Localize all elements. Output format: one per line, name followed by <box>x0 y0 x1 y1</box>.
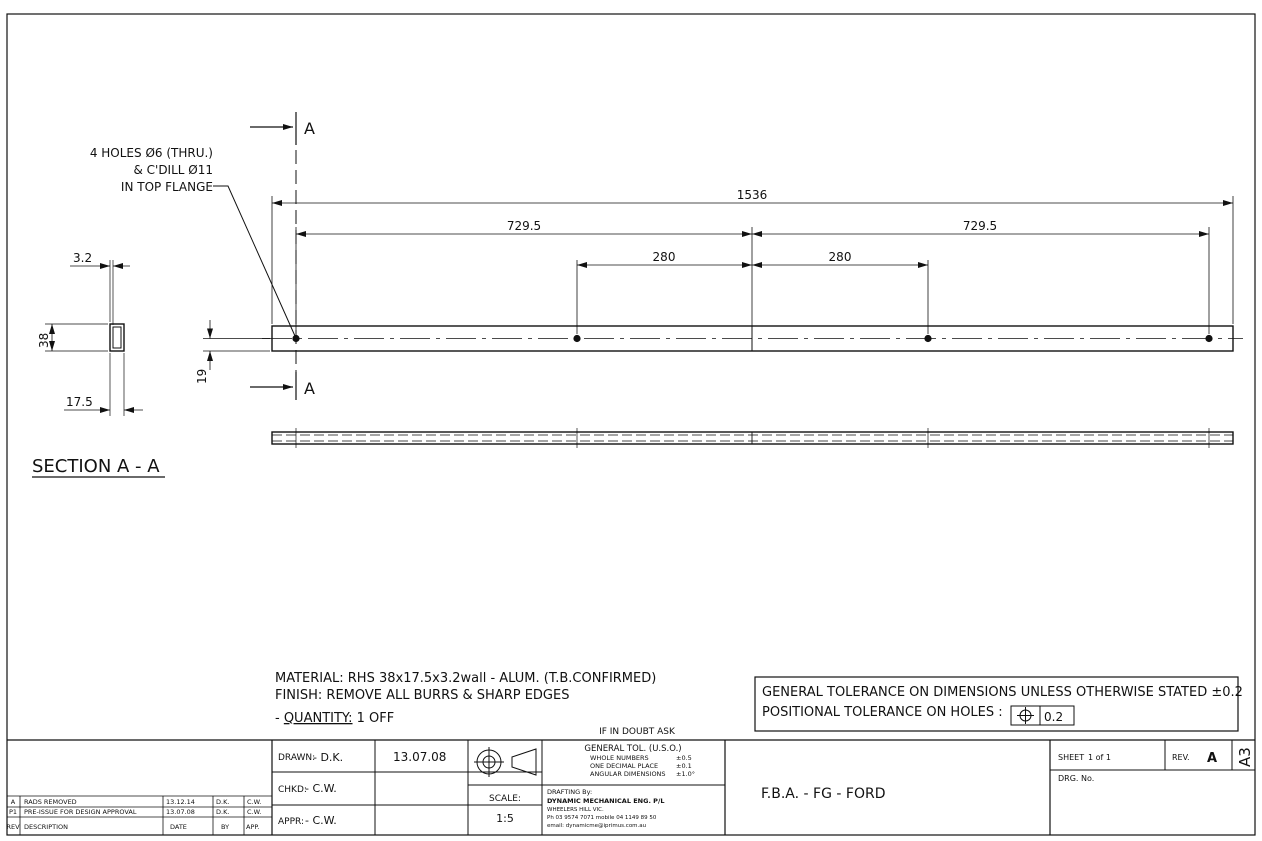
dim-inner-right: 280 <box>829 250 852 264</box>
rev-header-app: APP. <box>246 823 259 831</box>
paper-size: A3 <box>1236 747 1254 767</box>
section-view <box>45 260 143 416</box>
dim-19: 19 <box>195 369 209 384</box>
dimension-lines <box>272 200 1233 268</box>
appr-label: APPR: <box>278 817 304 827</box>
rev-row-app: C.W. <box>247 798 261 806</box>
hole-note-line2: & C'DILL Ø11 <box>133 163 213 177</box>
hole-note-line3: IN TOP FLANGE <box>121 180 213 194</box>
tolerance-line2: POSITIONAL TOLERANCE ON HOLES : <box>762 705 1003 720</box>
gen-tol-rows: WHOLE NUMBERS ±0.5 ONE DECIMAL PLACE ±0.… <box>590 754 695 778</box>
appr-by: - C.W. <box>305 814 337 827</box>
gen-tol-row-value: ±1.0° <box>676 770 695 778</box>
hole-1 <box>292 334 300 343</box>
drg-no-label: DRG. No. <box>1058 774 1094 783</box>
drawing-title: F.B.A. - FG - FORD <box>761 786 885 802</box>
title-block <box>7 739 1255 835</box>
dim-half-right: 729.5 <box>963 219 997 233</box>
company-email: email: dynamicme@iprimus.com.au <box>547 823 646 829</box>
dim-19-lines <box>203 320 270 370</box>
section-letter-bottom: A <box>304 379 315 398</box>
drawn-by: - D.K. <box>313 751 343 764</box>
hole-note: 4 HOLES Ø6 (THRU.) & C'DILL Ø11 IN TOP F… <box>90 146 296 337</box>
scale-value: 1:5 <box>496 812 514 825</box>
rev-value: A <box>1207 751 1217 766</box>
rev-row-by: D.K. <box>216 808 229 816</box>
company-phone: Ph 03 9574 7071 mobile 04 1149 89 50 <box>547 815 657 821</box>
dim-sec-width: 17.5 <box>66 395 93 409</box>
company-address: WHEELERS HILL VIC. <box>547 807 604 813</box>
dim-overall: 1536 <box>737 188 768 202</box>
tolerance-line1: GENERAL TOLERANCE ON DIMENSIONS UNLESS O… <box>762 685 1243 700</box>
bar-plan-view <box>271 428 1234 448</box>
rev-header-date: DATE <box>170 823 187 831</box>
hole-3 <box>924 334 932 343</box>
revision-table: A RADS REMOVED 13.12.14 D.K. C.W. P1 PRE… <box>6 798 261 831</box>
dim-sec-height: 38 <box>37 333 51 348</box>
rev-header-by: BY <box>221 823 229 831</box>
gen-tol-row-label: ANGULAR DIMENSIONS <box>590 770 666 778</box>
third-angle-projection-icon <box>474 747 537 777</box>
gen-tol-row-value: ±0.5 <box>676 754 692 762</box>
section-title: SECTION A - A <box>32 456 160 477</box>
dim-inner-left: 280 <box>653 250 676 264</box>
scale-label: SCALE: <box>489 794 521 804</box>
drawn-label: DRAWN: <box>278 753 315 763</box>
rev-row-rev: P1 <box>9 808 17 816</box>
sheet-value: 1 of 1 <box>1088 753 1111 762</box>
gen-tol-row-value: ±0.1 <box>676 762 692 770</box>
hole-4 <box>1205 334 1213 343</box>
sheet-border <box>6 13 1256 836</box>
section-letter-top: A <box>304 119 315 138</box>
drawn-date: 13.07.08 <box>393 750 446 764</box>
bar-elevation <box>262 325 1243 352</box>
if-in-doubt: IF IN DOUBT ASK <box>599 727 676 737</box>
rev-header-description: DESCRIPTION <box>24 823 68 831</box>
rev-row-by: D.K. <box>216 798 229 806</box>
material-note: MATERIAL: RHS 38x17.5x3.2wall - ALUM. (T… <box>275 671 656 686</box>
chkd-by: - C.W. <box>305 782 337 795</box>
rev-row-date: 13.07.08 <box>166 808 195 816</box>
tolerance-value: 0.2 <box>1044 710 1063 724</box>
rev-row-date: 13.12.14 <box>166 798 195 806</box>
rev-row-description: RADS REMOVED <box>24 798 77 806</box>
company-name: DYNAMIC MECHANICAL ENG. P/L <box>547 797 664 805</box>
quantity-note: - QUANTITY: 1 OFF <box>275 711 394 726</box>
rev-header-rev: REV <box>6 823 20 831</box>
finish-note: FINISH: REMOVE ALL BURRS & SHARP EDGES <box>275 688 569 703</box>
rev-row-app: C.W. <box>247 808 261 816</box>
extension-lines <box>271 196 1234 334</box>
dim-half-left: 729.5 <box>507 219 541 233</box>
drafting-by: DRAFTING By: <box>547 788 592 796</box>
tolerance-box <box>754 676 1239 732</box>
gen-tol-row-label: ONE DECIMAL PLACE <box>590 762 658 770</box>
hole-note-leader <box>213 185 296 337</box>
hole-note-line1: 4 HOLES Ø6 (THRU.) <box>90 146 213 160</box>
chkd-label: CHKD: <box>278 785 307 795</box>
rev-row-description: PRE-ISSUE FOR DESIGN APPROVAL <box>24 808 137 816</box>
gen-tol-title: GENERAL TOL. (U.S.O.) <box>584 744 681 754</box>
rev-label: REV. <box>1172 753 1190 762</box>
position-tolerance-icon <box>1017 707 1034 724</box>
dim-wall: 3.2 <box>73 251 92 265</box>
sheet-label: SHEET <box>1058 753 1084 762</box>
rev-row-rev: A <box>11 798 16 806</box>
hole-2 <box>573 334 581 343</box>
gen-tol-row-label: WHOLE NUMBERS <box>590 754 649 762</box>
